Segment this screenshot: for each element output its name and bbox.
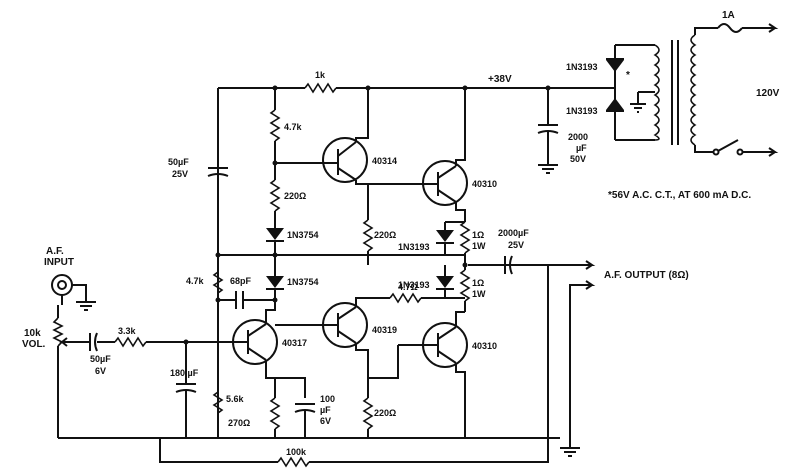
c-out-label-2: 25V <box>508 240 524 250</box>
capacitor-2000uf-50v <box>537 124 559 174</box>
ground-symbol <box>76 301 96 311</box>
r-270-label: 270Ω <box>228 418 250 428</box>
diode-1n3754-bottom <box>266 276 284 290</box>
af-output-label: A.F. OUTPUT (8Ω) <box>604 270 689 281</box>
mains-label: 120V <box>756 88 780 99</box>
r-1-bot-label-2: 1W <box>472 289 486 299</box>
r-220-top-label: 220Ω <box>284 191 306 201</box>
c-100-label: 100 <box>320 394 335 404</box>
capacitor-100uf <box>294 403 316 438</box>
rectifier-diode-2 <box>606 98 624 112</box>
af-input-label-2: INPUT <box>44 257 74 268</box>
diode-1n3193-bottom <box>436 265 454 298</box>
resistor-100k <box>277 456 310 468</box>
input-resistor <box>114 336 147 348</box>
resistor-220-top <box>269 179 281 212</box>
q4-label: 40319 <box>372 325 397 335</box>
volume-potentiometer <box>52 305 76 438</box>
fuse-symbol <box>717 23 743 33</box>
resistor-220-mid <box>362 219 374 252</box>
r-56-label: 5.6k <box>226 394 245 404</box>
transistor-40314 <box>322 88 369 220</box>
d2-label: 1N3754 <box>287 277 319 287</box>
vol-label-2: VOL. <box>22 339 46 350</box>
r-1k-label: 1k <box>315 70 326 80</box>
q2-label: 40310 <box>472 179 497 189</box>
d1-label: 1N3754 <box>287 230 319 240</box>
capacitor-50uf-25v <box>207 167 229 177</box>
capacitor-output-2000uf <box>504 255 513 275</box>
resistor-5-6k <box>212 391 224 414</box>
vol-label: 10k <box>24 328 41 339</box>
resistor-1k <box>304 82 337 94</box>
rectifier-diode-1 <box>606 58 624 72</box>
r-100k-label: 100k <box>286 447 307 457</box>
r-1-top-label-2: 1W <box>472 241 486 251</box>
r-220-mid-label: 220Ω <box>374 230 396 240</box>
resistor-270 <box>269 397 281 438</box>
transistor-40310-top <box>368 88 468 222</box>
fuse-label: 1A <box>722 10 735 21</box>
r-in-label: 3.3k <box>118 326 137 336</box>
c-50-25-label-2: 25V <box>172 169 188 179</box>
c-2000-label-2: µF <box>576 143 587 153</box>
resistor-220-bottom <box>362 397 374 438</box>
r-47-label: 4.7Ω <box>398 282 418 292</box>
c-100-label-2: µF <box>320 405 331 415</box>
r-1-top-label: 1Ω <box>472 230 484 240</box>
r-220-bot-label: 220Ω <box>374 408 396 418</box>
c-2000-label: 2000 <box>568 132 588 142</box>
xfmr-mark: * <box>626 70 630 81</box>
input-capacitor <box>89 332 98 352</box>
r-47k-label: 4.7k <box>186 276 205 286</box>
d-rect2-label: 1N3193 <box>566 106 598 116</box>
transistor-40310-bottom <box>398 311 468 438</box>
af-input-label: A.F. <box>46 246 64 257</box>
transistor-40319 <box>275 297 369 398</box>
power-switch <box>712 139 744 156</box>
q1-label: 40314 <box>372 156 397 166</box>
diode-1n3193-top <box>436 222 454 255</box>
c-2000-label-3: 50V <box>570 154 586 164</box>
q5-label: 40310 <box>472 341 497 351</box>
v38-label: +38V <box>488 74 512 85</box>
c-out-label: 2000µF <box>498 228 529 238</box>
xfmr-note: *56V A.C. C.T., AT 600 mA D.C. <box>608 190 751 201</box>
c-in-label-2: 6V <box>95 366 106 376</box>
c-in-label: 50µF <box>90 354 111 364</box>
resistor-1-ohm-bottom <box>459 265 471 312</box>
resistor-4-7-ohm <box>389 292 422 304</box>
c-68-label: 68pF <box>230 276 252 286</box>
capacitor-68pf <box>235 291 244 309</box>
power-transformer <box>653 34 697 146</box>
transistor-40317 <box>232 300 278 398</box>
output-ground <box>560 438 580 457</box>
d3-label: 1N3193 <box>398 242 430 252</box>
d4-label: 1N3193 <box>398 280 430 290</box>
d-rect1-label: 1N3193 <box>566 62 598 72</box>
c-100-label-3: 6V <box>320 416 331 426</box>
resistor-1-ohm-top <box>459 221 471 265</box>
resistor-4-7k-top <box>269 109 281 142</box>
q3-label: 40317 <box>282 338 307 348</box>
resistor-4-7k <box>212 271 224 294</box>
c-180-label: 180 µF <box>170 368 199 378</box>
input-jack <box>51 274 87 305</box>
r-1-bot-label: 1Ω <box>472 278 484 288</box>
capacitor-180uf <box>175 339 197 438</box>
r-47k-top-label: 4.7k <box>284 122 303 132</box>
diode-1n3754-top <box>266 228 284 242</box>
c-50-25-label: 50µF <box>168 157 189 167</box>
